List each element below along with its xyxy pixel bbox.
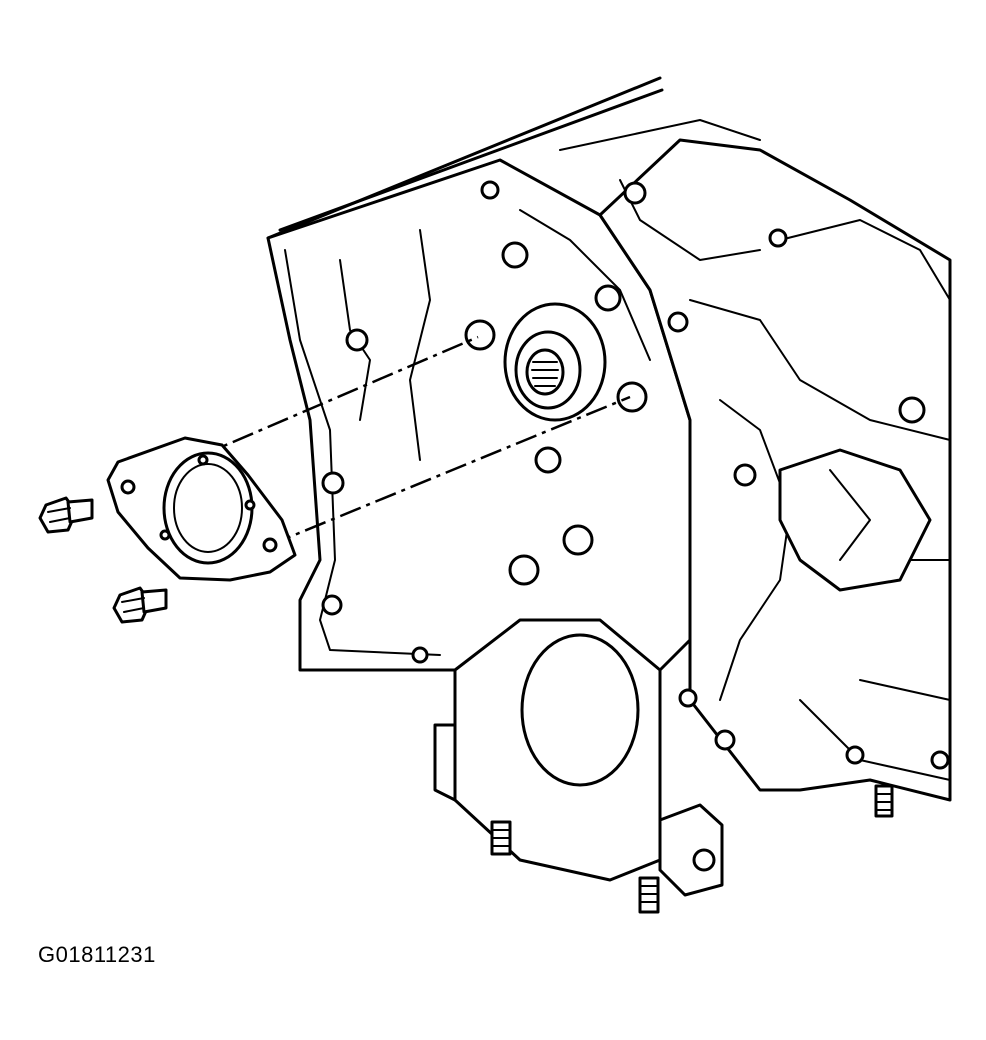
retainer-bolts xyxy=(38,496,168,624)
block-seal-bore xyxy=(503,302,607,422)
seal-retainer-plate xyxy=(106,436,297,582)
main-bearing-cap xyxy=(433,618,724,897)
block-bolt-bosses xyxy=(321,180,950,770)
block-top-deck xyxy=(266,76,761,240)
oil-filter-boss xyxy=(778,448,932,592)
bearing-cap-studs xyxy=(490,784,894,914)
alignment-lines xyxy=(127,335,631,547)
figure-id-label: G01811231 xyxy=(38,942,156,967)
